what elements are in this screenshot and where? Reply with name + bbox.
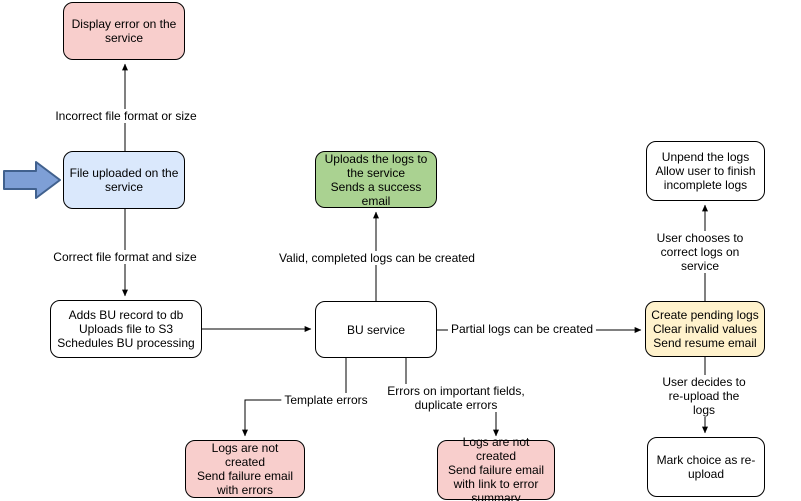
node-uploads-logs-label: Uploads the logs to the service Sends a …: [324, 151, 428, 208]
node-mark-choice-label: Mark choice as re-upload: [656, 453, 756, 481]
node-logs-failure-summary-label: Logs are not created Send failure email …: [447, 435, 545, 501]
node-adds-bu-record: Adds BU record to db Uploads file to S3 …: [50, 300, 202, 358]
edge-label-incorrect-file: Incorrect file format or size: [52, 109, 200, 123]
edge-label-partial-logs: Partial logs can be created: [447, 322, 597, 336]
node-bu-service-label: BU service: [346, 322, 405, 337]
node-logs-failure-errors-label: Logs are not created Send failure email …: [196, 441, 294, 497]
node-create-pending-label: Create pending logs Clear invalid values…: [651, 308, 759, 350]
edge-label-correct-file: Correct file format and size: [50, 250, 200, 264]
edge-label-template-errors: Template errors: [281, 393, 371, 407]
edge-label-valid-logs: Valid, completed logs can be created: [276, 251, 478, 265]
node-uploads-logs: Uploads the logs to the service Sends a …: [315, 151, 437, 208]
edge-label-field-errors: Errors on important fields, duplicate er…: [384, 384, 528, 412]
edge-label-user-decides: User decides to re-upload the logs: [655, 375, 753, 417]
node-unpend-logs: Unpend the logs Allow user to finish inc…: [646, 141, 765, 201]
node-unpend-logs-label: Unpend the logs Allow user to finish inc…: [655, 150, 756, 192]
node-display-error: Display error on the service: [63, 2, 185, 60]
node-bu-service: BU service: [315, 301, 437, 358]
node-file-uploaded: File uploaded on the service: [63, 151, 185, 209]
node-logs-failure-summary: Logs are not created Send failure email …: [437, 435, 555, 501]
node-file-uploaded-label: File uploaded on the service: [69, 166, 179, 194]
node-create-pending: Create pending logs Clear invalid values…: [645, 301, 765, 357]
edge-label-user-chooses: User chooses to correct logs on service: [649, 231, 751, 273]
node-adds-bu-record-label: Adds BU record to db Uploads file to S3 …: [57, 308, 195, 350]
node-logs-failure-errors: Logs are not created Send failure email …: [185, 440, 305, 498]
node-display-error-label: Display error on the service: [71, 17, 177, 45]
node-mark-choice: Mark choice as re-upload: [647, 437, 765, 497]
input-pointer-arrow-icon: [3, 161, 61, 199]
